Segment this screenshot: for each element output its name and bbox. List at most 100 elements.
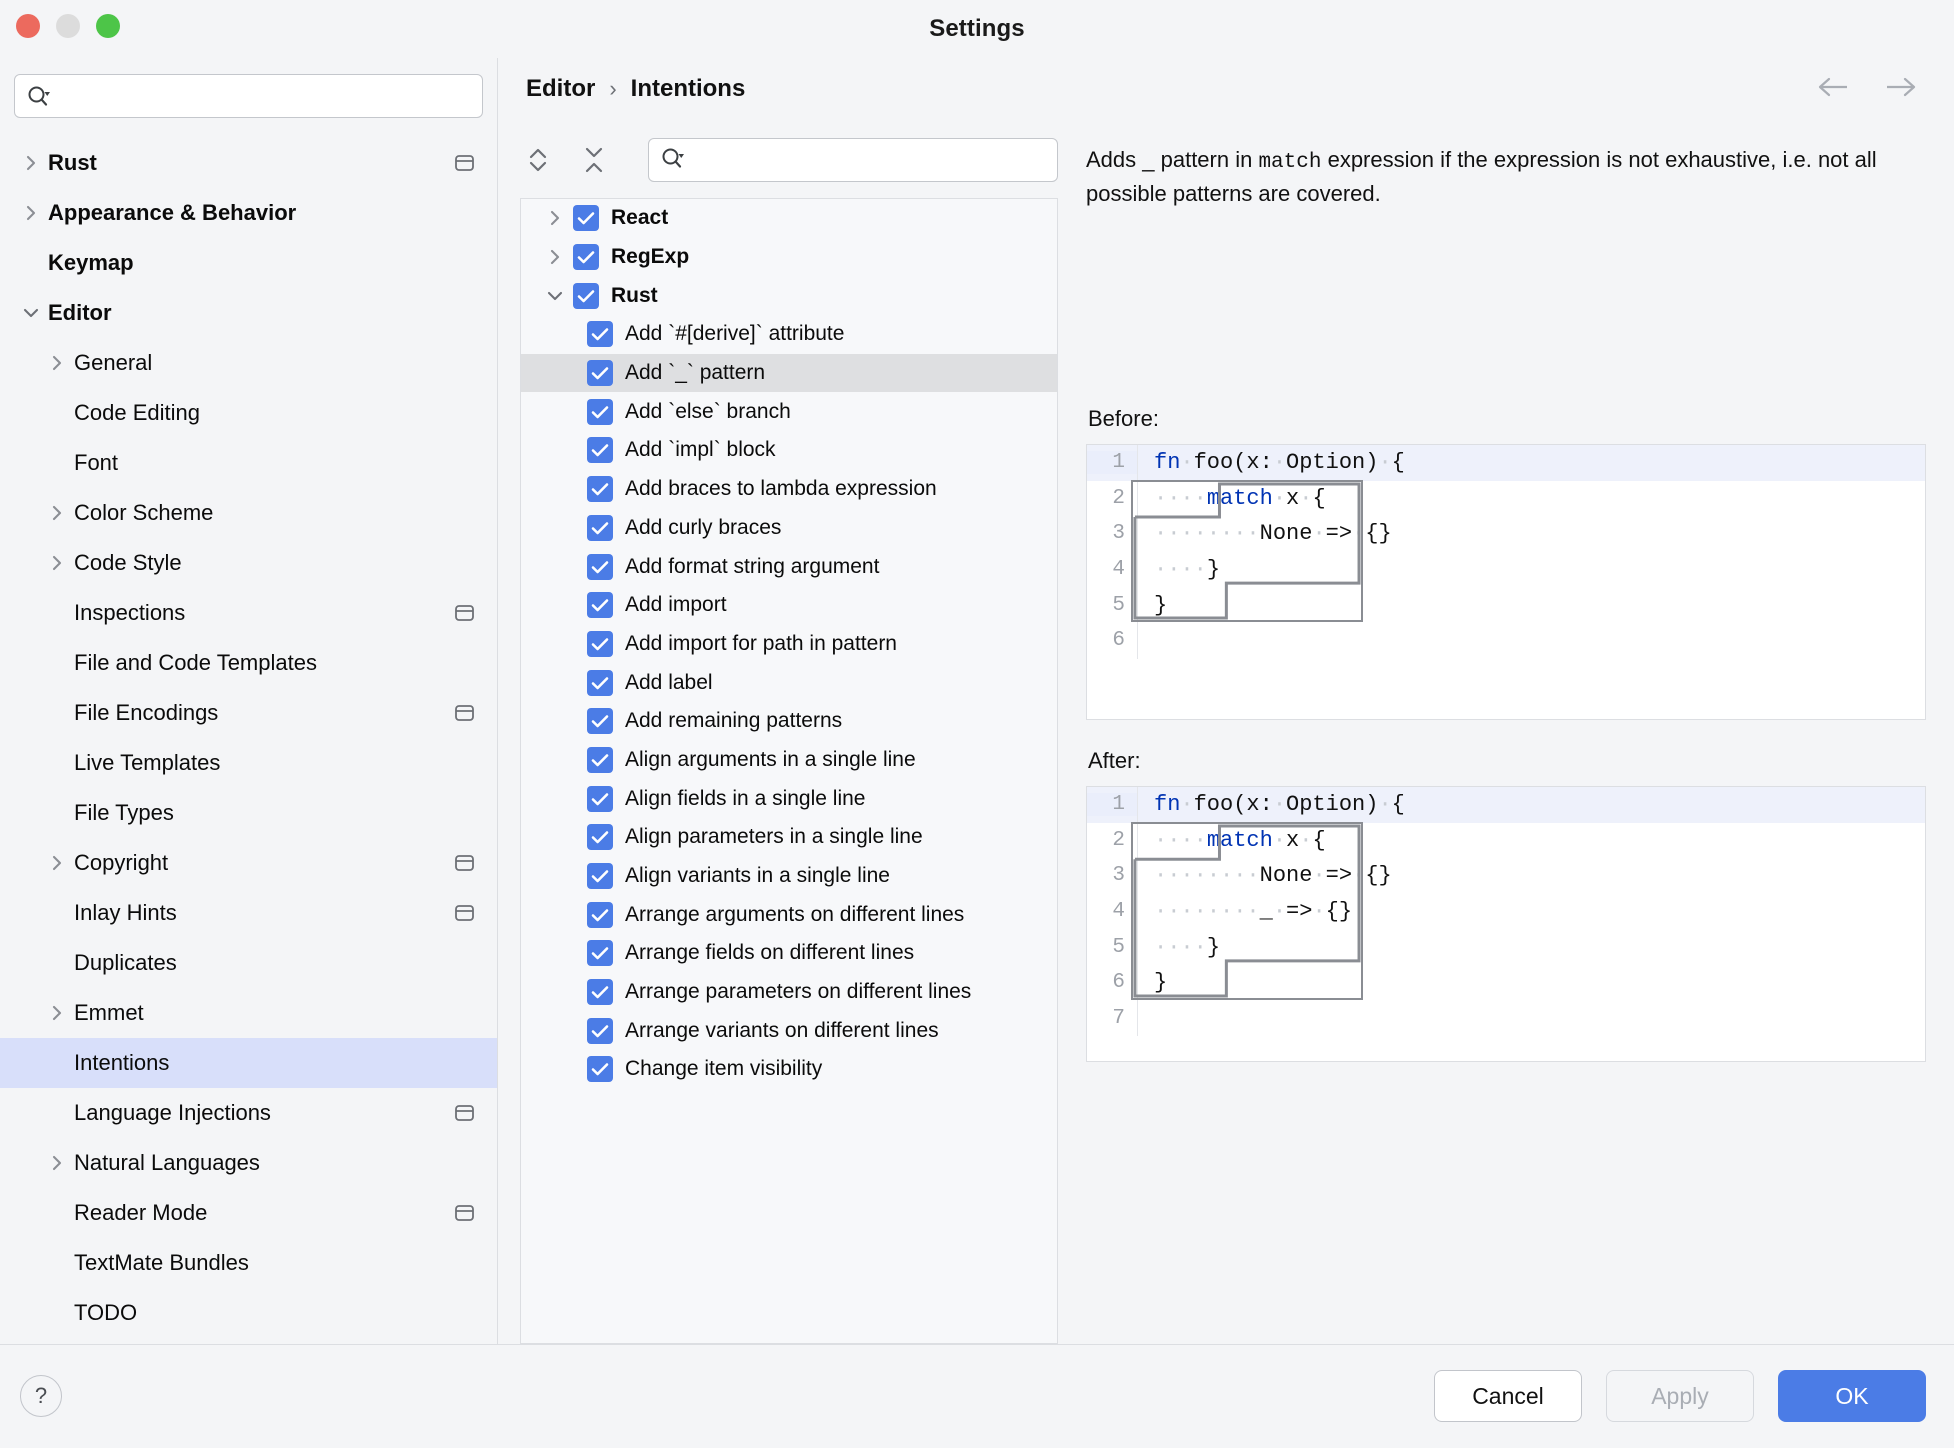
checkbox-checked-icon[interactable] <box>587 437 613 464</box>
intention-item-row[interactable]: Align arguments in a single line <box>521 741 1057 780</box>
sidebar-item-code-style[interactable]: Code Style <box>0 538 497 588</box>
sidebar-item-inlay-hints[interactable]: Inlay Hints <box>0 888 497 938</box>
code-text: } <box>1137 964 1925 1001</box>
checkbox-checked-icon[interactable] <box>587 398 613 425</box>
intention-item-row[interactable]: Add `else` branch <box>521 392 1057 431</box>
close-button[interactable] <box>16 14 40 38</box>
checkbox-checked-icon[interactable] <box>587 940 613 967</box>
sidebar-item-live-templates[interactable]: Live Templates <box>0 738 497 788</box>
chevron-right-icon[interactable] <box>40 852 74 874</box>
intention-item-row[interactable]: Add import <box>521 586 1057 625</box>
sidebar-item-intentions[interactable]: Intentions <box>0 1038 497 1088</box>
checkbox-checked-icon[interactable] <box>587 863 613 890</box>
checkbox-checked-icon[interactable] <box>587 514 613 541</box>
checkbox-checked-icon[interactable] <box>573 282 599 309</box>
checkbox-checked-icon[interactable] <box>587 824 613 851</box>
chevron-right-icon[interactable] <box>40 502 74 524</box>
intention-item-row[interactable]: Change item visibility <box>521 1050 1057 1089</box>
forward-arrow-icon[interactable] <box>1880 73 1920 106</box>
checkbox-checked-icon[interactable] <box>587 360 613 387</box>
sidebar-item-inspections[interactable]: Inspections <box>0 588 497 638</box>
checkbox-checked-icon[interactable] <box>587 901 613 928</box>
chevron-right-icon[interactable] <box>40 1002 74 1024</box>
checkbox-checked-icon[interactable] <box>587 785 613 812</box>
chevron-down-icon[interactable] <box>14 302 48 324</box>
checkbox-checked-icon[interactable] <box>587 1056 613 1083</box>
sidebar-item-textmate-bundles[interactable]: TextMate Bundles <box>0 1238 497 1288</box>
intention-item-row[interactable]: Arrange fields on different lines <box>521 934 1057 973</box>
sidebar-item-copyright[interactable]: Copyright <box>0 838 497 888</box>
chevron-right-icon[interactable] <box>14 152 48 174</box>
checkbox-checked-icon[interactable] <box>587 746 613 773</box>
intention-item-row[interactable]: Arrange variants on different lines <box>521 1011 1057 1050</box>
ok-button[interactable]: OK <box>1778 1370 1926 1423</box>
chevron-right-icon[interactable] <box>40 1152 74 1174</box>
checkbox-checked-icon[interactable] <box>587 476 613 503</box>
breadcrumb-root[interactable]: Editor <box>526 75 596 102</box>
sidebar-item-editor[interactable]: Editor <box>0 288 497 338</box>
chevron-right-icon[interactable] <box>40 552 74 574</box>
help-button[interactable]: ? <box>20 1375 62 1418</box>
sidebar-item-code-editing[interactable]: Code Editing <box>0 388 497 438</box>
sidebar-item-font[interactable]: Font <box>0 438 497 488</box>
zoom-button[interactable] <box>96 14 120 38</box>
intention-item-row[interactable]: Align fields in a single line <box>521 779 1057 818</box>
sidebar-item-general[interactable]: General <box>0 338 497 388</box>
checkbox-checked-icon[interactable] <box>587 630 613 657</box>
intentions-search-box[interactable] <box>648 138 1058 182</box>
cancel-button[interactable]: Cancel <box>1434 1370 1582 1423</box>
sidebar-item-rust[interactable]: Rust <box>0 138 497 188</box>
sidebar-item-duplicates[interactable]: Duplicates <box>0 938 497 988</box>
intention-item-row[interactable]: Add `impl` block <box>521 431 1057 470</box>
sidebar-item-file-encodings[interactable]: File Encodings <box>0 688 497 738</box>
checkbox-checked-icon[interactable] <box>587 592 613 619</box>
intention-group-row[interactable]: RegExp <box>521 238 1057 277</box>
chevron-right-icon[interactable] <box>537 246 573 268</box>
chevron-right-icon[interactable] <box>40 352 74 374</box>
intentions-search-input[interactable] <box>693 149 1045 171</box>
checkbox-checked-icon[interactable] <box>587 553 613 580</box>
sidebar-item-keymap[interactable]: Keymap <box>0 238 497 288</box>
chevron-down-icon[interactable] <box>537 285 573 307</box>
sidebar-search-box[interactable] <box>14 74 483 118</box>
intention-item-row[interactable]: Add remaining patterns <box>521 702 1057 741</box>
intention-item-row[interactable]: Add label <box>521 663 1057 702</box>
intention-item-row[interactable]: Add curly braces <box>521 509 1057 548</box>
intention-item-row[interactable]: Add format string argument <box>521 547 1057 586</box>
chevron-right-icon[interactable] <box>14 202 48 224</box>
sidebar-item-todo[interactable]: TODO <box>0 1288 497 1338</box>
intention-item-row[interactable]: Add import for path in pattern <box>521 625 1057 664</box>
minimize-button[interactable] <box>56 14 80 38</box>
checkbox-checked-icon[interactable] <box>587 708 613 735</box>
intention-group-row[interactable]: Rust <box>521 276 1057 315</box>
sidebar-item-color-scheme[interactable]: Color Scheme <box>0 488 497 538</box>
expand-all-icon[interactable] <box>520 142 556 178</box>
checkbox-checked-icon[interactable] <box>573 205 599 232</box>
sidebar-search-input[interactable] <box>59 85 470 107</box>
checkbox-checked-icon[interactable] <box>573 244 599 271</box>
sidebar-item-appearance-behavior[interactable]: Appearance & Behavior <box>0 188 497 238</box>
intention-item-row[interactable]: Add braces to lambda expression <box>521 470 1057 509</box>
checkbox-checked-icon[interactable] <box>587 979 613 1006</box>
sidebar-item-file-and-code-templates[interactable]: File and Code Templates <box>0 638 497 688</box>
sidebar-item-language-injections[interactable]: Language Injections <box>0 1088 497 1138</box>
checkbox-checked-icon[interactable] <box>587 1017 613 1044</box>
intention-item-row[interactable]: Arrange arguments on different lines <box>521 895 1057 934</box>
collapse-all-icon[interactable] <box>576 142 612 178</box>
intention-group-row[interactable]: React <box>521 199 1057 238</box>
sidebar-item-file-types[interactable]: File Types <box>0 788 497 838</box>
chevron-right-icon[interactable] <box>537 207 573 229</box>
sidebar-item-plugins[interactable]: Plugins <box>0 1338 497 1344</box>
intention-item-row[interactable]: Add `#[derive]` attribute <box>521 315 1057 354</box>
intention-item-row[interactable]: Add `_` pattern <box>521 353 1057 393</box>
checkbox-checked-icon[interactable] <box>587 669 613 696</box>
intention-item-row[interactable]: Align variants in a single line <box>521 857 1057 896</box>
intention-item-row[interactable]: Arrange parameters on different lines <box>521 973 1057 1012</box>
sidebar-item-natural-languages[interactable]: Natural Languages <box>0 1138 497 1188</box>
back-arrow-icon[interactable] <box>1814 73 1854 106</box>
checkbox-checked-icon[interactable] <box>587 321 613 348</box>
sidebar-item-emmet[interactable]: Emmet <box>0 988 497 1038</box>
intention-item-row[interactable]: Align parameters in a single line <box>521 818 1057 857</box>
sidebar-item-reader-mode[interactable]: Reader Mode <box>0 1188 497 1238</box>
